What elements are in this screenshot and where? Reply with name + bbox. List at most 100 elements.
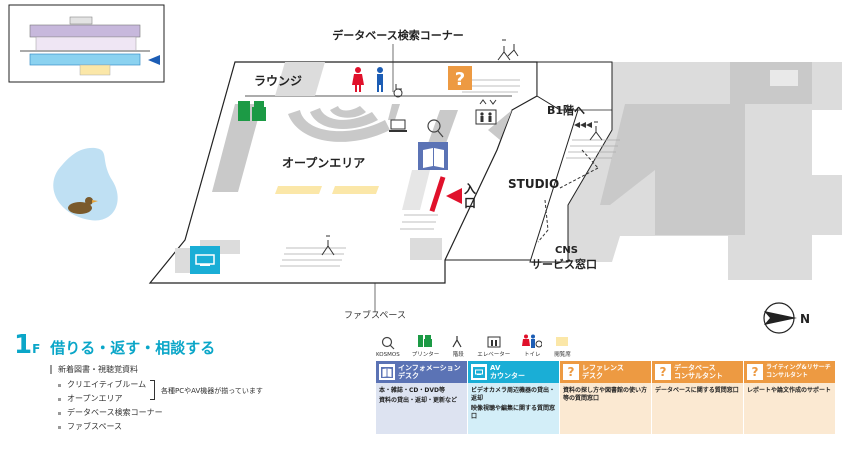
desk-description: レポートや論文作成のサポート (747, 387, 832, 394)
desk-description: 資料の探し方や図書館の使い方等の質問窓口 (563, 387, 648, 402)
stairs-icon (452, 336, 462, 348)
desk-title: カウンター (490, 372, 525, 380)
stairs-icon (497, 39, 519, 61)
desk-description: 資料の貸出・返却・更新など (379, 397, 458, 404)
list-item: オープンエリア (58, 392, 163, 406)
legend-label: エレベーター (477, 352, 511, 358)
list-item-label: クリエイティブルーム (67, 380, 147, 389)
floor-suffix: F (32, 342, 41, 356)
svg-text:?: ? (455, 69, 465, 90)
elevator-icon (487, 336, 501, 348)
north-arrow-icon (763, 302, 797, 334)
icon-legend: KOSMOS プリンター 階段 エレベーター トイレ 閲覧席 (376, 334, 583, 358)
label-studio: STUDIO (508, 177, 559, 191)
desk-writing-consultant: ? ライティング&リサーチコンサルタント レポートや論文作成のサポート (744, 361, 835, 434)
question-icon: ? (563, 364, 579, 380)
current-floor-arrow-icon (148, 55, 160, 65)
desk-description: ビデオカメラ周辺機器の貸出・返却 (471, 387, 556, 402)
legend-item: トイレ (522, 334, 543, 358)
desk-title: デスク (398, 372, 419, 380)
desk-title: ライティング&リサーチ (766, 364, 831, 371)
pond (53, 147, 118, 221)
label-b1-stairs: B1階へ (547, 103, 585, 117)
elevator-icon (475, 99, 497, 125)
reading-seats (275, 186, 379, 194)
desk-database-consultant: ? データベースコンサルタント データベースに関する質問窓口 (652, 361, 743, 434)
restroom-icon (352, 67, 383, 92)
desk-body: 本・雑誌・CD・DVD等 資料の貸出・返却・更新など (376, 383, 467, 434)
b1-arrow-icon (574, 122, 592, 128)
desk-description: データベースに関する質問窓口 (655, 387, 739, 394)
desk-header: ? データベースコンサルタント (652, 361, 743, 383)
desk-header: インフォメーションデスク (376, 361, 467, 383)
wheelchair-icon (393, 84, 403, 98)
legend-item: 階段 (451, 334, 465, 358)
east-wing (568, 62, 842, 280)
service-desks: インフォメーションデスク 本・雑誌・CD・DVD等 資料の貸出・返却・更新など … (376, 361, 836, 434)
materials-bracket (150, 380, 155, 400)
book-icon (418, 142, 448, 170)
av-counter-icon (471, 364, 487, 380)
printer-icon (418, 335, 433, 347)
legend-item: KOSMOS (376, 336, 400, 358)
computer-icon (389, 119, 407, 132)
reading-seat-icon (556, 337, 569, 346)
legend-item: エレベーター (477, 334, 510, 358)
desk-body: レポートや論文作成のサポート (744, 383, 835, 434)
search-icon (427, 119, 444, 138)
legend-label: 階段 (452, 352, 464, 358)
floor-subtitle: 借りる・返す・相談する (50, 339, 216, 357)
list-item: ファブスペース (58, 420, 163, 434)
duck-icon (68, 197, 98, 214)
materials-list: クリエイティブルーム オープンエリア データベース検索コーナー ファブスペース (58, 378, 163, 434)
label-cns-service: サービス窓口 (531, 257, 597, 271)
legend-label: KOSMOS (376, 352, 400, 358)
desk-title: インフォメーション (398, 364, 461, 372)
desk-information: インフォメーションデスク 本・雑誌・CD・DVD等 資料の貸出・返却・更新など (376, 361, 467, 434)
desk-title: データベース (674, 364, 716, 372)
label-database-corner: データベース検索コーナー (332, 28, 463, 42)
question-icon: ? (448, 66, 472, 90)
desk-title: デスク (582, 372, 603, 380)
floor-number: 1 (14, 330, 33, 360)
floor-title: 1 F 借りる・返す・相談する (14, 330, 215, 360)
desk-title: AV (490, 364, 501, 372)
desk-header: ? ライティング&リサーチコンサルタント (744, 361, 835, 383)
list-item: クリエイティブルーム (58, 378, 163, 392)
legend-label: 閲覧席 (554, 352, 571, 358)
label-cns: CNS (555, 245, 578, 256)
desk-reference: ? レファレンスデスク 資料の探し方や図書館の使い方等の質問窓口 (560, 361, 651, 434)
label-lounge: ラウンジ (254, 74, 302, 88)
book-icon (379, 364, 395, 380)
building-thumbnail (8, 4, 165, 83)
av-counter-icon (190, 246, 220, 274)
list-item-label: ファブスペース (67, 422, 123, 431)
desk-description: 映像視聴や編集に関する質問窓口 (471, 405, 556, 420)
search-icon (381, 336, 395, 350)
printer-icon (238, 101, 266, 121)
label-fab-space: ファブスペース (344, 309, 406, 321)
entrance-arrow-icon (446, 188, 462, 204)
restroom-icon (522, 334, 543, 348)
legend-label: トイレ (523, 352, 541, 358)
desk-body: 資料の探し方や図書館の使い方等の質問窓口 (560, 383, 651, 434)
label-entrance: 入口 (464, 182, 477, 210)
materials-heading: 新着図書・視聴覚資料 (50, 364, 138, 375)
desk-title: コンサルタント (766, 372, 809, 379)
list-item: データベース検索コーナー (58, 406, 163, 420)
desk-description: 本・雑誌・CD・DVD等 (379, 387, 445, 394)
stairs-icon (589, 121, 603, 141)
label-open-area: オープンエリア (282, 155, 365, 170)
routes (537, 149, 599, 243)
question-icon: ? (655, 364, 671, 380)
desk-body: ビデオカメラ周辺機器の貸出・返却 映像視聴や編集に関する質問窓口 (468, 383, 559, 434)
desk-header: ? レファレンスデスク (560, 361, 651, 383)
legend-item: プリンター (411, 334, 440, 358)
desk-body: データベースに関する質問窓口 (652, 383, 743, 434)
list-item-label: データベース検索コーナー (67, 408, 163, 417)
legend-label: プリンター (411, 352, 440, 358)
question-icon: ? (747, 364, 763, 380)
stairs-icon (321, 235, 335, 256)
